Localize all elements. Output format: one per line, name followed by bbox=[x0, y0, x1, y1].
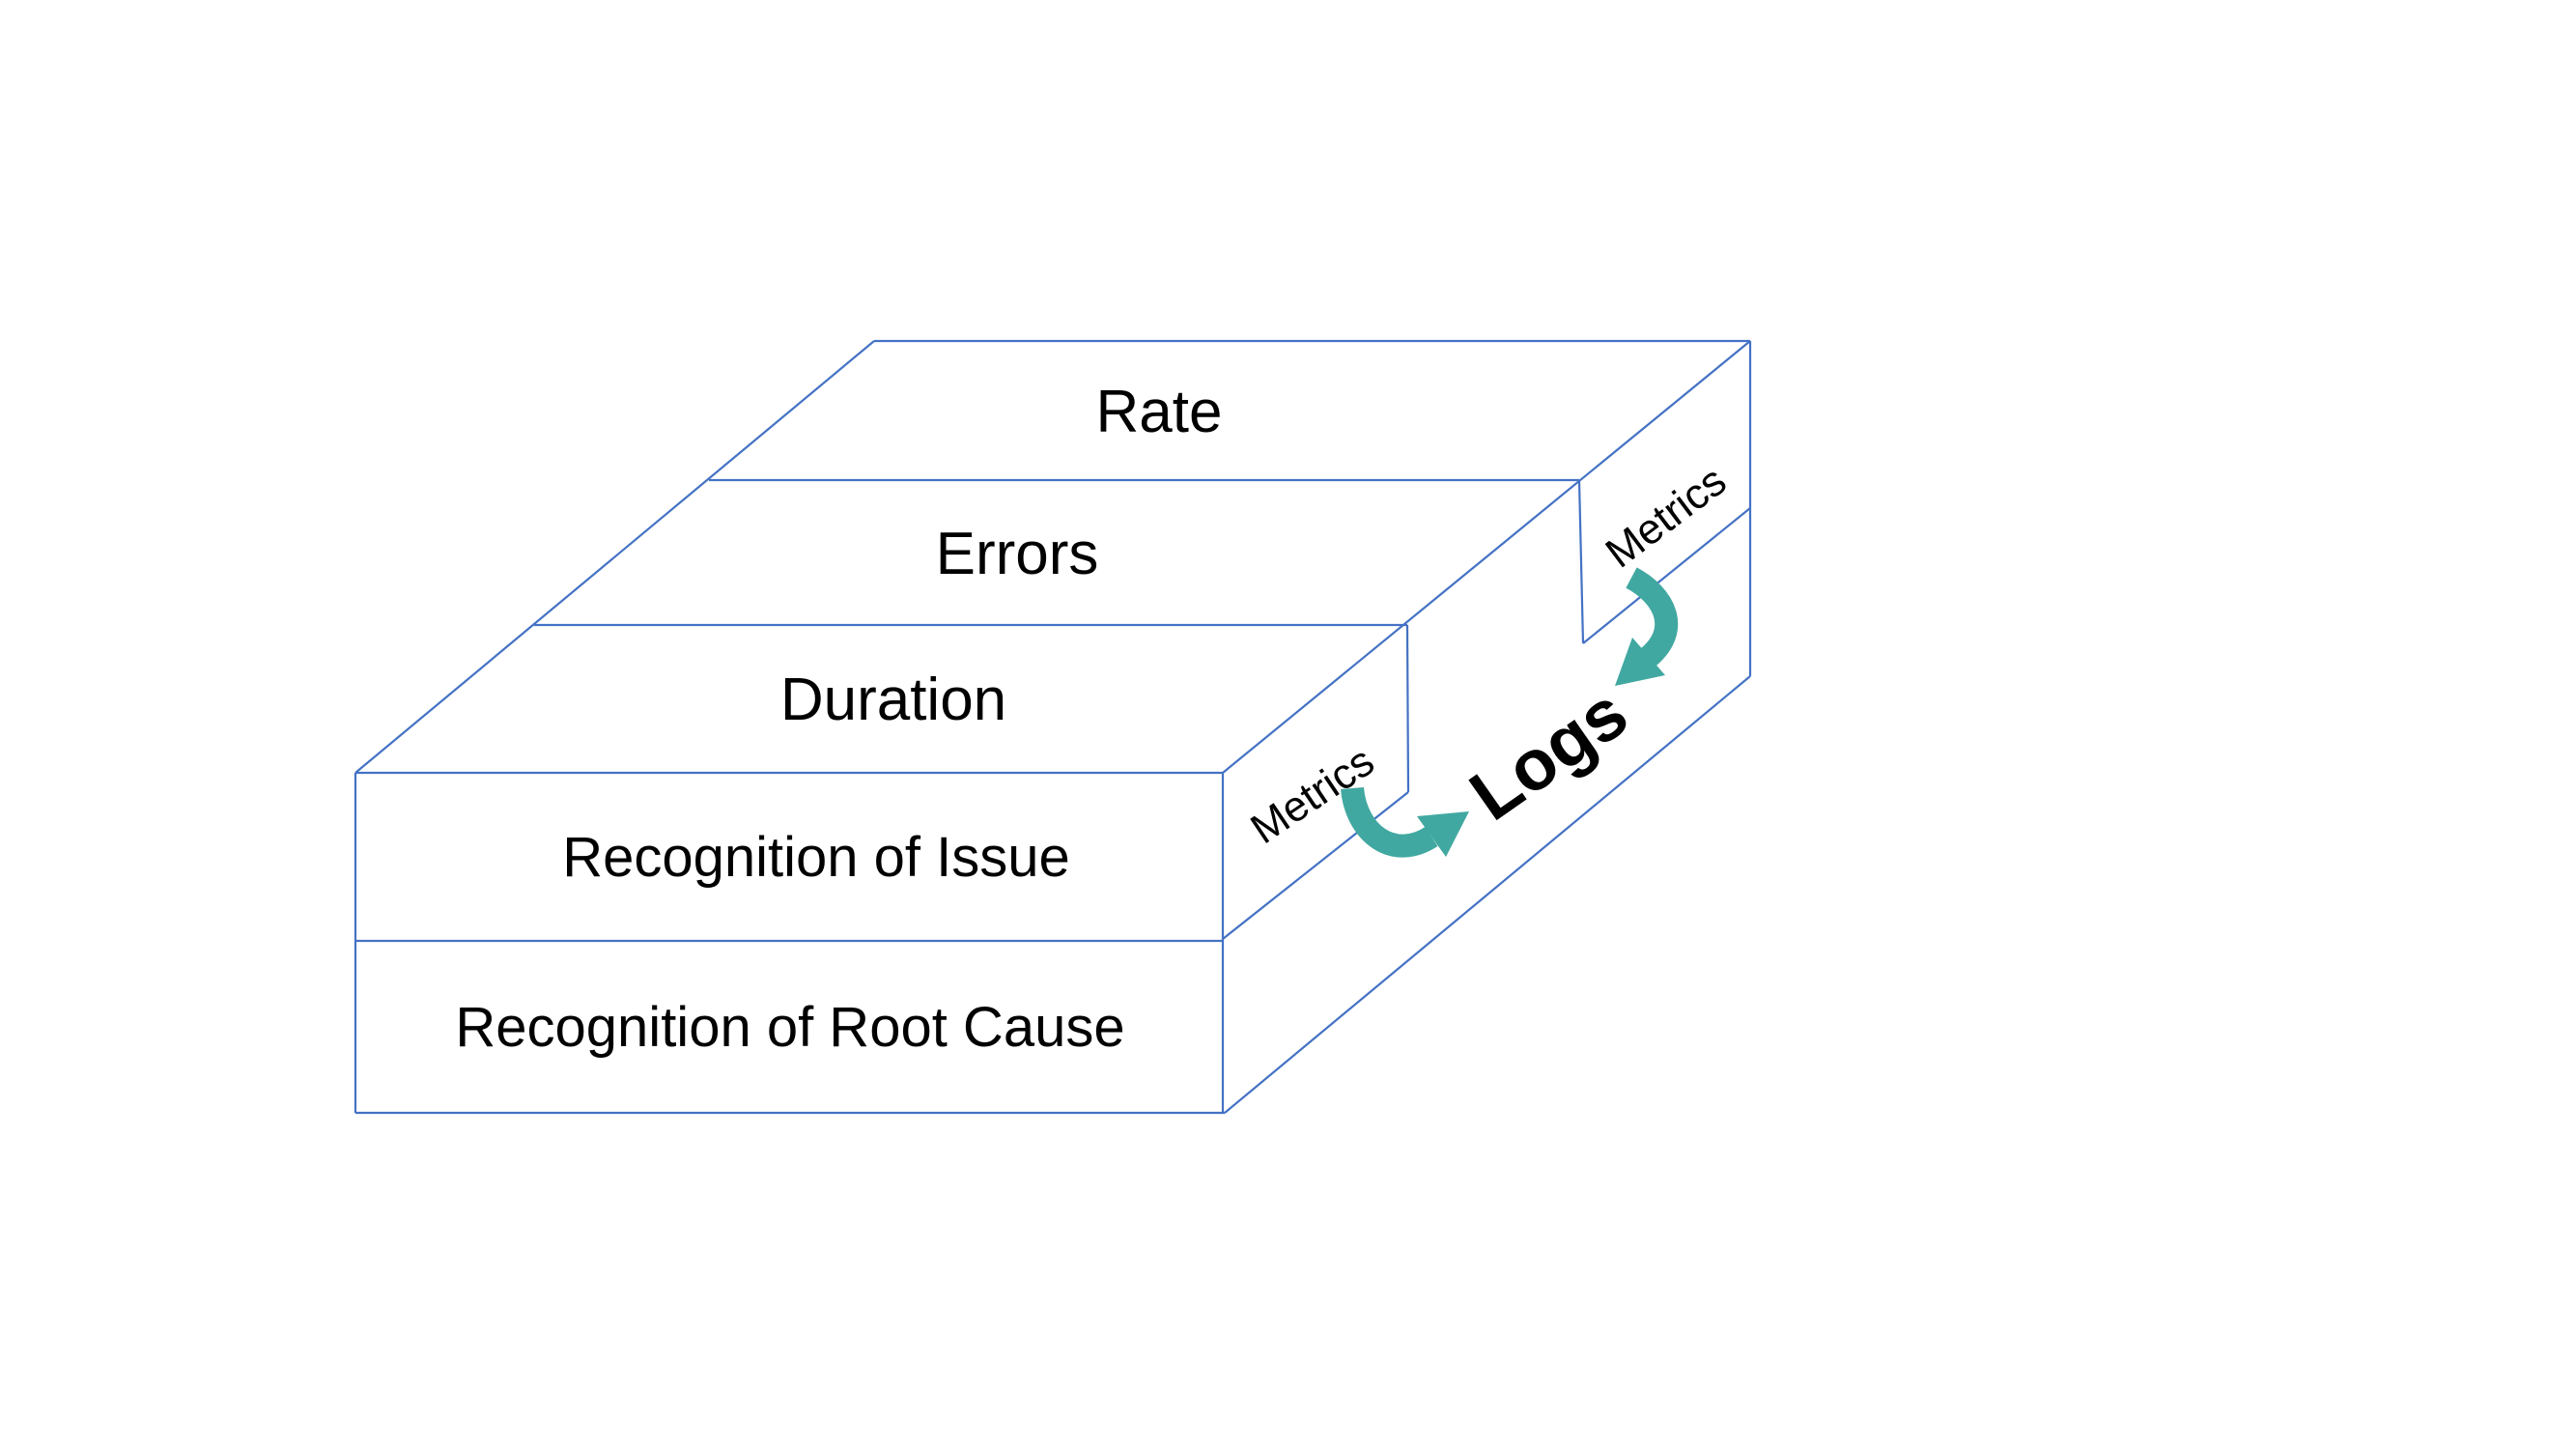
curved-arrow-metrics-to-logs-upper-icon bbox=[1615, 567, 1679, 686]
arrow-shaft-upper bbox=[1625, 567, 1679, 667]
edge-strip-upper-bottom bbox=[1582, 507, 1751, 644]
side-label-metrics-upper: Metrics bbox=[1598, 457, 1736, 577]
top-label-rate: Rate bbox=[1096, 379, 1223, 445]
edge-top-left bbox=[354, 340, 875, 774]
arrow-head-lower bbox=[1417, 811, 1469, 857]
edge-strip-lower-bottom bbox=[1222, 791, 1409, 940]
curved-arrow-metrics-to-logs-lower-icon bbox=[1341, 786, 1469, 858]
edge-side-bottom bbox=[1224, 675, 1751, 1114]
top-label-duration: Duration bbox=[780, 667, 1006, 733]
front-label-recognition-of-root-cause: Recognition of Root Cause bbox=[455, 996, 1124, 1059]
arrow-head-upper bbox=[1615, 638, 1665, 686]
edge-top-right bbox=[1222, 340, 1751, 774]
box-edges bbox=[354, 339, 1752, 1115]
edge-slit-upper bbox=[1577, 479, 1585, 644]
side-label-logs: Logs bbox=[1456, 672, 1641, 836]
arrow-shaft-lower bbox=[1341, 786, 1438, 858]
edge-slit-lower bbox=[1405, 624, 1410, 793]
top-label-errors: Errors bbox=[936, 521, 1099, 587]
front-label-recognition-of-issue: Recognition of Issue bbox=[562, 826, 1070, 889]
